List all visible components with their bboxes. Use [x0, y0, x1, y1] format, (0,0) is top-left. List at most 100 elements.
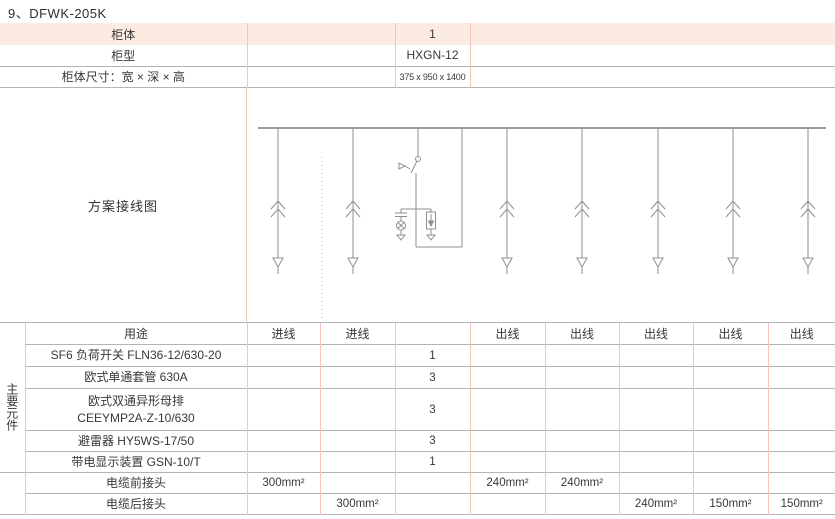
- value-cell: [692, 430, 768, 452]
- component-label: SF6 负荷开关 FLN36-12/630-20: [24, 344, 247, 367]
- component-row: 电缆前接头 300mm² 240mm² 240mm²: [0, 472, 835, 515]
- value-cell: [319, 344, 395, 367]
- qty-cell: 3: [394, 366, 470, 389]
- column-header-usage: 用途: [24, 322, 247, 345]
- value-cell: 150mm²: [767, 493, 835, 515]
- value-cell: [767, 366, 835, 389]
- value-cell: [544, 493, 619, 515]
- value-cell: [544, 366, 619, 389]
- value-cell: [246, 366, 320, 389]
- spec-value-dimensions: 375 x 950 x 1400: [394, 65, 470, 87]
- component-row: 电缆后接头 300mm² 240mm² 150mm² 150mm²: [0, 493, 835, 515]
- value-cell: 150mm²: [692, 493, 768, 515]
- qty-cell: 3: [394, 388, 470, 431]
- value-cell: [767, 388, 835, 431]
- spec-empty-cell: [469, 65, 835, 87]
- value-cell: 240mm²: [544, 472, 619, 494]
- voltage-indicator-symbol: [395, 209, 407, 241]
- incoming-feeder-symbol: [345, 128, 361, 274]
- component-label: 电缆后接头: [24, 493, 247, 515]
- column-header-incoming: 进线: [246, 322, 320, 345]
- wiring-diagram-svg: [258, 127, 826, 321]
- column-header-qty: [394, 322, 470, 345]
- value-cell: [767, 344, 835, 367]
- column-header-outgoing: 出线: [692, 322, 768, 345]
- switch-loop-line: [416, 128, 463, 248]
- spec-label-dimensions: 柜体尺寸：宽 × 深 × 高: [0, 65, 247, 87]
- corner-cell: [0, 322, 25, 345]
- value-cell: [246, 388, 320, 431]
- spec-empty-cell: [246, 65, 395, 87]
- value-cell: [618, 366, 693, 389]
- value-cell: [692, 472, 768, 494]
- spec-value-type: HXGN-12: [394, 45, 470, 66]
- spec-row-dimensions: 柜体尺寸：宽 × 深 × 高 375 x 950 x 1400: [0, 65, 835, 87]
- value-cell: [692, 366, 768, 389]
- value-cell: 240mm²: [469, 472, 545, 494]
- value-cell: [469, 430, 545, 452]
- group-label-vertical: 主要元件: [4, 382, 19, 431]
- value-cell: [692, 451, 768, 473]
- spec-value-cabinet-count: 1: [394, 23, 470, 45]
- component-row: 欧式单通套管 630A 3: [0, 366, 835, 389]
- outgoing-feeder-symbol: [725, 128, 741, 274]
- value-cell: [544, 388, 619, 431]
- value-cell: [319, 430, 395, 452]
- component-row: 避雷器 HY5WS-17/50 3: [0, 430, 835, 452]
- value-cell: [544, 451, 619, 473]
- value-cell: [618, 472, 693, 494]
- spec-row-cabinet: 柜体 1: [0, 23, 835, 45]
- value-cell: [319, 472, 395, 494]
- column-header-outgoing: 出线: [469, 322, 545, 345]
- value-cell: [767, 472, 835, 494]
- value-cell: [692, 344, 768, 367]
- component-row: 欧式双通异形母排 CEEYMP2A-Z-10/630 3: [0, 388, 835, 431]
- spec-label-type: 柜型: [111, 48, 136, 63]
- outgoing-feeder-symbol: [800, 128, 816, 274]
- qty-cell: 1: [394, 451, 470, 473]
- value-cell: [618, 344, 693, 367]
- corner-cell: [0, 472, 25, 515]
- value-cell: [246, 344, 320, 367]
- value-cell: [469, 366, 545, 389]
- spec-empty-cell: [246, 45, 395, 66]
- qty-cell: [394, 472, 470, 494]
- spec-label-cabinet: 柜体: [111, 27, 136, 42]
- value-cell: [469, 388, 545, 431]
- value-cell: [618, 388, 693, 431]
- component-label: 带电显示装置 GSN-10/T: [24, 451, 247, 473]
- value-cell: [469, 344, 545, 367]
- incoming-feeder-symbol: [270, 128, 286, 274]
- value-cell: [469, 493, 545, 515]
- components-table: 用途 进线 进线 出线 出线 出线 出线 出线 主要元件 SF6 负荷开关 FL…: [0, 322, 835, 515]
- spec-table: 柜体 1 柜型 HXGN-12 柜体尺寸：宽 × 深 × 高 375 x 950…: [0, 23, 835, 88]
- value-cell: [246, 430, 320, 452]
- value-cell: [618, 430, 693, 452]
- diagram-title: 方案接线图: [87, 198, 158, 214]
- value-cell: [246, 493, 320, 515]
- qty-cell: [394, 493, 470, 515]
- component-label: 欧式单通套管 630A: [24, 366, 247, 389]
- components-header-row: 用途 进线 进线 出线 出线 出线 出线 出线: [0, 322, 835, 345]
- value-cell: 300mm²: [319, 493, 395, 515]
- component-row: 带电显示装置 GSN-10/T 1: [0, 451, 835, 473]
- outgoing-feeder-symbol: [574, 128, 590, 274]
- component-label: 避雷器 HY5WS-17/50: [24, 430, 247, 452]
- page-title: 9、DFWK-205K: [8, 6, 107, 21]
- value-cell: [767, 430, 835, 452]
- qty-cell: 1: [394, 344, 470, 367]
- component-row: 主要元件 SF6 负荷开关 FLN36-12/630-20 1: [0, 344, 835, 431]
- component-label: 电缆前接头: [24, 472, 247, 494]
- value-cell: [246, 451, 320, 473]
- column-header-outgoing: 出线: [767, 322, 835, 345]
- value-cell: [767, 451, 835, 473]
- diagram-label-cell: 方案接线图: [0, 88, 247, 322]
- value-cell: [319, 366, 395, 389]
- value-cell: [544, 430, 619, 452]
- component-label: 欧式双通异形母排 CEEYMP2A-Z-10/630: [24, 388, 247, 431]
- spec-empty-cell: [469, 23, 835, 45]
- value-cell: [692, 388, 768, 431]
- surge-arrester-symbol: [425, 209, 437, 241]
- value-cell: [319, 451, 395, 473]
